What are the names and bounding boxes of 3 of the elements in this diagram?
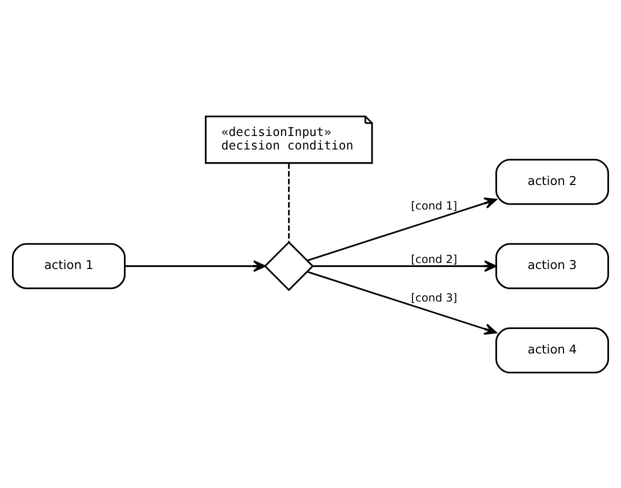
edge-label: [cond 2] xyxy=(411,252,458,266)
edge-label: [cond 3] xyxy=(411,291,458,304)
edge-label: [cond 1] xyxy=(411,199,458,212)
